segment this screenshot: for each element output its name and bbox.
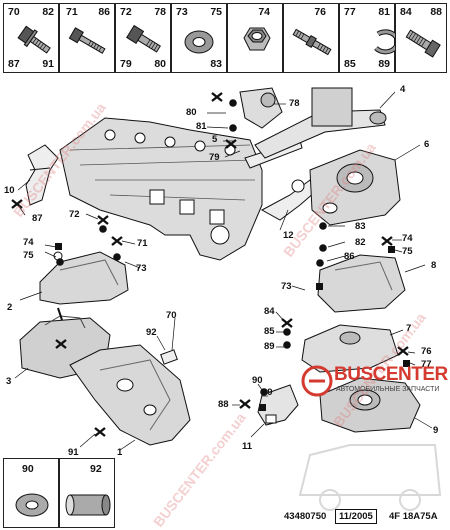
part-number: 91: [42, 58, 54, 70]
part-number: 82: [42, 6, 54, 18]
part-number: 92: [90, 463, 102, 475]
hex-nut-icon: [243, 27, 271, 51]
part-number: 83: [210, 58, 222, 70]
callout-6: 6: [424, 139, 430, 150]
callout-75b: 75: [402, 246, 413, 257]
callout-3: 3: [6, 376, 12, 387]
callout-76: 76: [421, 346, 432, 357]
callout-2: 2: [7, 302, 13, 313]
callout-71: 71: [137, 238, 148, 249]
callout-92: 92: [146, 327, 157, 338]
bottom-part-2: 92: [59, 458, 115, 528]
part-number: 90: [22, 463, 34, 475]
callout-70: 70: [166, 310, 177, 321]
header-part-5: 74: [227, 3, 283, 73]
callout-12: 12: [283, 230, 294, 241]
callout-88: 88: [218, 399, 229, 410]
logo-mark-icon: [301, 365, 333, 397]
part-number: 70: [8, 6, 20, 18]
part-number: 87: [8, 58, 20, 70]
callout-89b: 89: [262, 387, 273, 398]
callout-77: 77: [421, 359, 432, 370]
buscenter-logo: BUSCENTER АВТОМОБИЛЬНЫЕ ЗАПЧАСТИ: [300, 360, 450, 402]
bottom-part-1: 90: [3, 458, 59, 528]
callout-7: 7: [406, 323, 412, 334]
callout-74a: 74: [23, 237, 34, 248]
drawing-ref: 4F 18A75A: [389, 511, 438, 522]
part-number: 71: [66, 6, 78, 18]
stud-bolt-icon: [292, 28, 332, 56]
callout-9: 9: [433, 425, 439, 436]
callout-4: 4: [400, 84, 406, 95]
callout-91: 91: [68, 447, 79, 458]
callout-72: 72: [69, 209, 80, 220]
callout-84: 84: [264, 306, 275, 317]
callout-11: 11: [242, 441, 253, 452]
part-number: 78: [154, 6, 166, 18]
header-part-1: 70 82 87 91: [3, 3, 59, 73]
callout-74b: 74: [402, 233, 413, 244]
drawing-date: 11/2005: [335, 509, 377, 524]
bracket-10: [25, 144, 59, 206]
part-number: 80: [154, 58, 166, 70]
hex-bolt-icon: [126, 24, 161, 53]
callout-90: 90: [252, 375, 263, 386]
callout-8: 8: [431, 260, 437, 271]
flat-washer-icon: [15, 493, 49, 517]
callout-5: 5: [212, 134, 218, 145]
bracket-7: [301, 324, 399, 373]
callout-1: 1: [117, 447, 123, 458]
short-bolt-icon: [405, 29, 441, 58]
callout-87: 87: [32, 213, 43, 224]
callout-79: 79: [209, 152, 220, 163]
logo-name: BUSCENTER: [334, 364, 448, 385]
engine-block: [59, 117, 263, 261]
part-number: 84: [400, 6, 412, 18]
callout-10: 10: [4, 185, 15, 196]
part-number: 75: [210, 6, 222, 18]
header-part-3: 72 78 79 80: [115, 3, 171, 73]
header-part-6: 76: [283, 3, 339, 73]
callout-81: 81: [196, 121, 207, 132]
callout-85: 85: [264, 326, 275, 337]
header-part-4: 73 75 83: [171, 3, 227, 73]
part-number: 73: [176, 6, 188, 18]
part-number: 85: [344, 58, 356, 70]
spacer-sleeve-icon: [65, 494, 111, 516]
van-watermark-icon: [298, 444, 442, 511]
part-number: 88: [430, 6, 442, 18]
part-number: 86: [98, 6, 110, 18]
logo-tagline: АВТОМОБИЛЬНЫЕ ЗАПЧАСТИ: [336, 386, 440, 393]
long-bolt-icon: [68, 27, 106, 54]
part-number: 77: [344, 6, 356, 18]
header-part-8: 84 88: [395, 3, 447, 73]
callout-75a: 75: [23, 250, 34, 261]
callout-73a: 73: [136, 263, 147, 274]
part-number: 79: [120, 58, 132, 70]
callout-78: 78: [289, 98, 300, 109]
flange-bolt-icon: [17, 25, 51, 54]
washer-icon: [184, 30, 214, 54]
lock-washer-icon: [374, 29, 396, 55]
part-number: 74: [258, 6, 270, 18]
drawing-code: 43480750: [284, 511, 327, 522]
part-number: 76: [314, 6, 326, 18]
callout-80: 80: [186, 107, 197, 118]
callout-83: 83: [355, 221, 366, 232]
callout-86: 86: [344, 251, 355, 262]
part-number: 72: [120, 6, 132, 18]
link-78: [239, 87, 283, 129]
part-number: 89: [378, 58, 390, 70]
callout-73b: 73: [281, 281, 292, 292]
callout-82: 82: [355, 237, 366, 248]
bracket-8: [317, 254, 406, 313]
header-part-2: 71 86: [59, 3, 115, 73]
header-part-7: 77 81 85 89: [339, 3, 396, 73]
callout-89a: 89: [264, 341, 275, 352]
part-number: 81: [378, 6, 390, 18]
